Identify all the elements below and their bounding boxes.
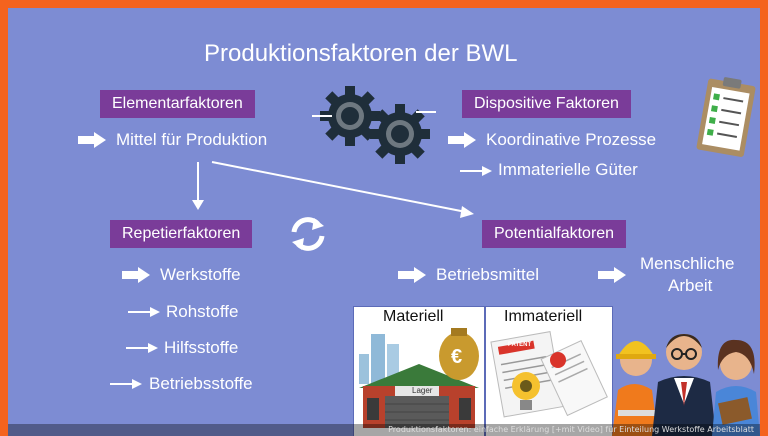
slide: Produktionsfaktoren der BWL Elementarfak… [8,8,760,436]
item-werkstoffe: Werkstoffe [160,265,241,284]
warehouse-sign-label: Lager [412,386,433,395]
item-immaterielle-gueter: Immaterielle Güter [498,160,638,179]
arrow-right-icon [78,132,106,148]
arrow-right-icon [448,132,476,148]
page-title: Produktionsfaktoren der BWL [204,40,518,67]
arrow-thin-right-icon [110,379,142,389]
item-menschliche-arbeit-line1: Menschliche [640,254,735,273]
warehouse-money-illustration [359,328,479,428]
item-mittel-fuer-produktion: Mittel für Produktion [116,130,268,149]
gears-icon [312,86,436,164]
arrow-right-icon [598,267,626,283]
item-koordinative-prozesse: Koordinative Prozesse [486,130,657,149]
refresh-icon [291,217,325,251]
box-elementarfaktoren: Elementarfaktoren [100,90,255,118]
workers-illustration [612,334,760,436]
box-potentialfaktoren: Potentialfaktoren [482,220,627,248]
arrow-right-icon [122,267,150,283]
item-rohstoffe: Rohstoffe [166,302,239,321]
panel-immateriell-label: Immateriell [504,308,583,325]
item-betriebsmittel: Betriebsmittel [436,265,539,284]
panel-materiell-label: Materiell [383,308,444,325]
box-dispositive-faktoren: Dispositive Faktoren [462,90,631,118]
connector-lines [192,161,474,218]
arrow-thin-right-icon [126,343,158,353]
euro-icon: € [451,346,463,368]
arrow-thin-right-icon [128,307,160,317]
clipboard-icon [696,77,756,157]
patent-label: PATENT [508,342,532,348]
arrow-right-icon [398,267,426,283]
item-menschliche-arbeit-line2: Arbeit [668,276,713,295]
item-hilfsstoffe: Hilfsstoffe [164,338,239,357]
patent-document-illustration [490,331,608,418]
box-repetierfaktoren: Repetierfaktoren [110,220,253,248]
item-betriebsstoffe: Betriebsstoffe [149,374,253,393]
footer-caption: Produktionsfaktoren: einfache Erklärung … [8,424,760,436]
arrow-thin-right-icon [460,166,492,176]
